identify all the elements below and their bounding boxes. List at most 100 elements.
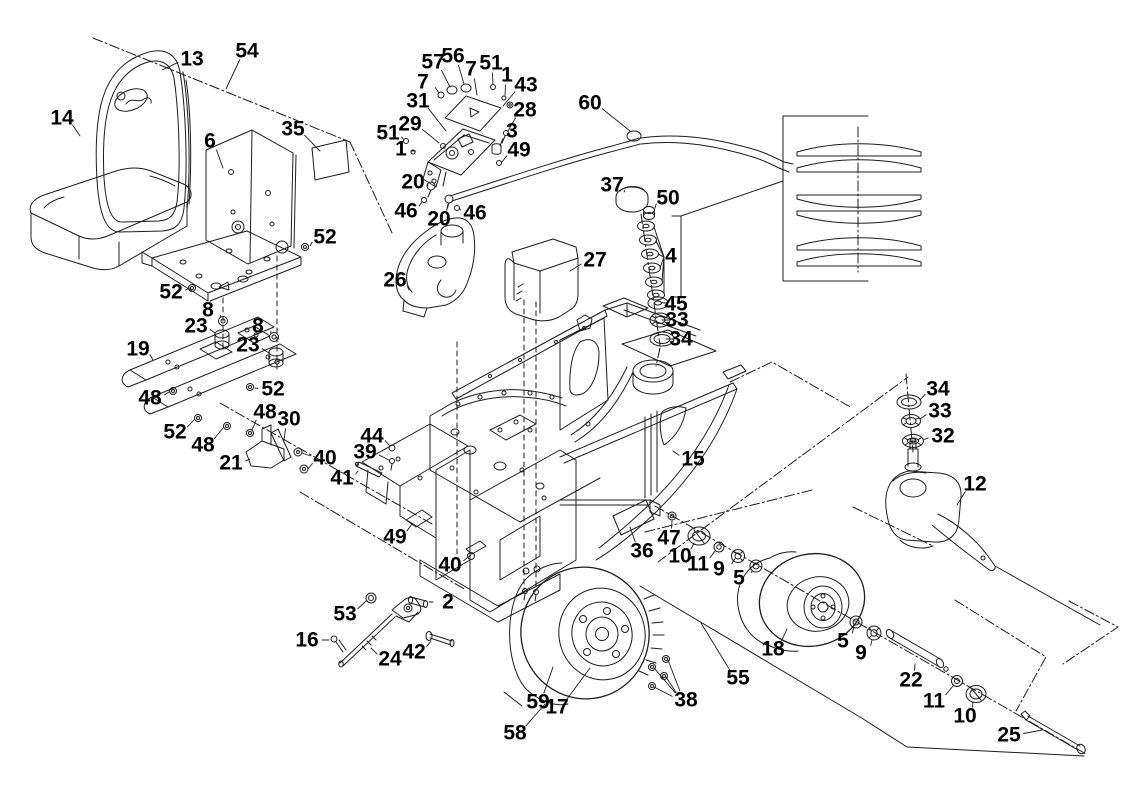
bolt-25 bbox=[1025, 715, 1081, 751]
leader-line-7 bbox=[434, 87, 440, 94]
part-label-30-17: 30 bbox=[277, 408, 300, 431]
leader-line-27 bbox=[569, 263, 582, 272]
leader-line-11 bbox=[709, 550, 716, 559]
part-label-42-29: 42 bbox=[402, 641, 425, 664]
part-label-23-8: 23 bbox=[184, 315, 207, 338]
leader-line-9 bbox=[731, 559, 735, 565]
leader-line-56 bbox=[458, 64, 465, 85]
part-label-57-30: 57 bbox=[421, 51, 444, 74]
caster-stem-stack bbox=[615, 180, 784, 347]
part-label-32-74: 32 bbox=[931, 425, 954, 448]
rod-30 bbox=[270, 428, 292, 462]
control-panel bbox=[403, 83, 514, 211]
leader-line-46 bbox=[418, 201, 423, 207]
part-label-3-42: 3 bbox=[506, 120, 518, 143]
bolt-16 bbox=[330, 635, 338, 643]
bushing-23 bbox=[214, 329, 284, 368]
decal-35 bbox=[311, 139, 350, 181]
part-label-52-14: 52 bbox=[163, 421, 186, 444]
part-label-10-60: 10 bbox=[668, 545, 691, 568]
leader-line-49 bbox=[406, 523, 413, 532]
part-label-44-21: 44 bbox=[360, 425, 384, 448]
part-label-55-65: 55 bbox=[726, 667, 750, 690]
part-label-37-51: 37 bbox=[600, 174, 623, 197]
part-label-17-77: 17 bbox=[545, 696, 568, 719]
part-label-41-20: 41 bbox=[330, 467, 354, 490]
leader-line-11 bbox=[945, 685, 954, 696]
part-label-53-26: 53 bbox=[333, 603, 356, 626]
leader-line-44 bbox=[384, 440, 391, 447]
leader-line-20 bbox=[446, 203, 449, 211]
drive-wheel bbox=[509, 562, 670, 706]
part-label-16-27: 16 bbox=[295, 629, 318, 652]
leader-line-52 bbox=[185, 287, 191, 291]
panel-cover-43 bbox=[444, 95, 502, 132]
leader-line-51 bbox=[491, 72, 494, 85]
part-label-13-0: 13 bbox=[180, 48, 203, 71]
leader-line-35 bbox=[304, 134, 321, 152]
part-label-8-9: 8 bbox=[252, 315, 264, 338]
part-label-6-3: 6 bbox=[204, 130, 216, 153]
part-label-40-19: 40 bbox=[313, 447, 336, 470]
ignition-switch bbox=[445, 146, 459, 160]
leader-line-15 bbox=[672, 450, 680, 456]
part-label-51-34: 51 bbox=[479, 52, 503, 75]
leader-line-33 bbox=[919, 414, 927, 420]
leader-line-37 bbox=[623, 189, 626, 193]
leader-line-39 bbox=[378, 454, 390, 461]
leader-line-55 bbox=[700, 622, 731, 671]
part-label-21-18: 21 bbox=[219, 452, 243, 475]
part-label-22-68: 22 bbox=[899, 669, 922, 692]
part-label-43-36: 43 bbox=[514, 74, 537, 97]
leader-line-48 bbox=[163, 391, 170, 396]
exmark-logo-decal bbox=[114, 88, 152, 112]
caster-tube bbox=[632, 359, 674, 383]
part-label-48-15: 48 bbox=[191, 434, 215, 457]
leader-line-42 bbox=[426, 640, 432, 648]
clip-3 bbox=[491, 143, 502, 155]
leader-line-53 bbox=[357, 600, 367, 610]
part-label-11-69: 11 bbox=[923, 690, 946, 713]
part-label-31-38: 31 bbox=[406, 90, 430, 113]
leader-line-46 bbox=[458, 207, 462, 211]
leader-line-38 bbox=[653, 667, 676, 694]
leader-line-32 bbox=[922, 437, 929, 441]
part-label-33-55: 33 bbox=[665, 309, 688, 332]
caster-wheel-assembly bbox=[667, 511, 1086, 755]
leader-line-25 bbox=[1023, 729, 1043, 734]
leader-line-58 bbox=[525, 703, 546, 727]
cable-clamps-20-46 bbox=[421, 181, 460, 211]
seat-mount-plate bbox=[121, 316, 297, 437]
console-left bbox=[395, 217, 476, 318]
part-label-51-40: 51 bbox=[376, 122, 400, 145]
leader-line-60 bbox=[601, 108, 631, 132]
part-label-60-50: 60 bbox=[578, 92, 601, 115]
rocker-switch bbox=[457, 133, 474, 148]
part-label-54-1: 54 bbox=[235, 40, 259, 63]
seat-cushion bbox=[29, 167, 192, 271]
part-label-25-71: 25 bbox=[997, 724, 1021, 747]
leader-line-50 bbox=[654, 203, 657, 209]
leader-line-10 bbox=[971, 701, 974, 708]
lower-frame-assembly bbox=[361, 421, 591, 623]
leader-line-38 bbox=[667, 659, 681, 692]
seal-34-right bbox=[896, 394, 922, 410]
leader-line-48 bbox=[251, 419, 257, 431]
axle-22 bbox=[887, 630, 943, 667]
leader-lines bbox=[72, 59, 1043, 734]
leader-line-38 bbox=[665, 676, 677, 693]
part-label-9-62: 9 bbox=[713, 558, 725, 581]
axle-hardware bbox=[667, 511, 1086, 755]
part-label-7-33: 7 bbox=[417, 71, 429, 94]
bolt-8 bbox=[218, 316, 279, 342]
leader-line-26 bbox=[406, 285, 410, 291]
leader-line-24 bbox=[370, 647, 378, 655]
leader-line-20 bbox=[427, 184, 429, 187]
part-label-29-39: 29 bbox=[398, 113, 421, 136]
leader-line-36 bbox=[629, 526, 636, 543]
part-label-5-63: 5 bbox=[733, 567, 745, 590]
part-label-40-24: 40 bbox=[438, 554, 461, 577]
part-label-19-11: 19 bbox=[126, 338, 149, 361]
bracket-49 bbox=[405, 509, 433, 528]
part-label-52-13: 52 bbox=[261, 378, 284, 401]
